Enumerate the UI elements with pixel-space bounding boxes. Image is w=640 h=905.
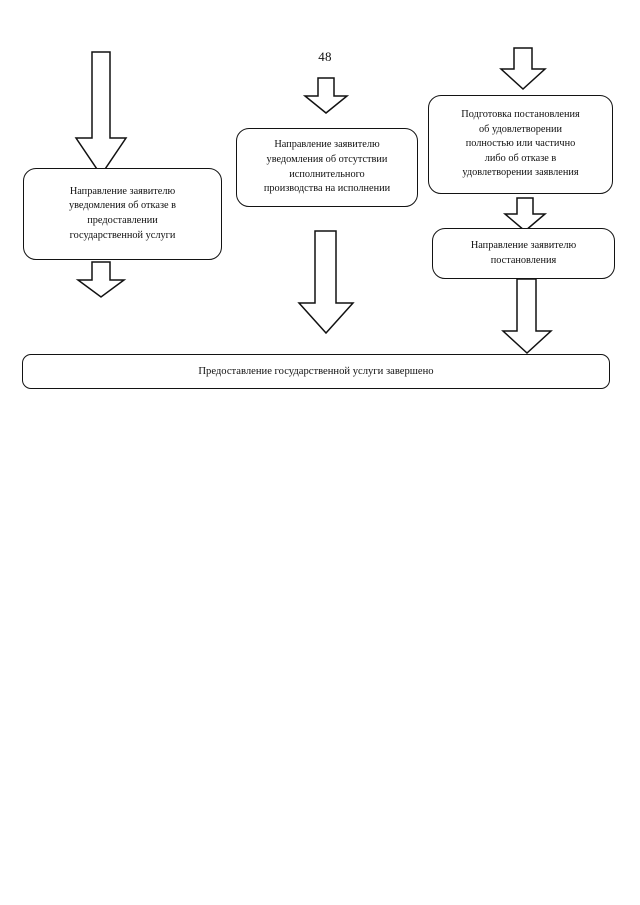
node-prepare-resolution[interactable]: Подготовка постановления об удовлетворен…	[428, 95, 613, 194]
node-prepare-resolution-label: Подготовка постановления об удовлетворен…	[461, 108, 580, 179]
node-no-enforcement-notice[interactable]: Направление заявителю уведомления об отс…	[236, 128, 418, 207]
node-send-resolution-label: Направление заявителю постановления	[470, 239, 577, 266]
arrow-left-out-icon	[75, 261, 127, 298]
node-refusal-notice-label: Направление заявителю уведомления об отк…	[68, 185, 177, 241]
arrow-middle-in-icon	[302, 77, 350, 114]
arrow-right-in-icon	[499, 47, 547, 91]
node-service-complete-label: Предоставление государственной услуги за…	[198, 365, 434, 377]
page-number: 48	[318, 49, 332, 64]
node-service-complete[interactable]: Предоставление государственной услуги за…	[22, 354, 610, 389]
arrow-left-in-icon	[74, 51, 128, 177]
arrow-right-out-icon	[501, 278, 553, 355]
node-no-enforcement-notice-label: Направление заявителю уведомления об отс…	[263, 139, 391, 195]
arrow-right-middle-icon	[502, 197, 548, 232]
node-refusal-notice[interactable]: Направление заявителю уведомления об отк…	[23, 168, 222, 260]
arrow-middle-out-icon	[297, 230, 355, 335]
node-send-resolution[interactable]: Направление заявителю постановления	[432, 228, 615, 279]
